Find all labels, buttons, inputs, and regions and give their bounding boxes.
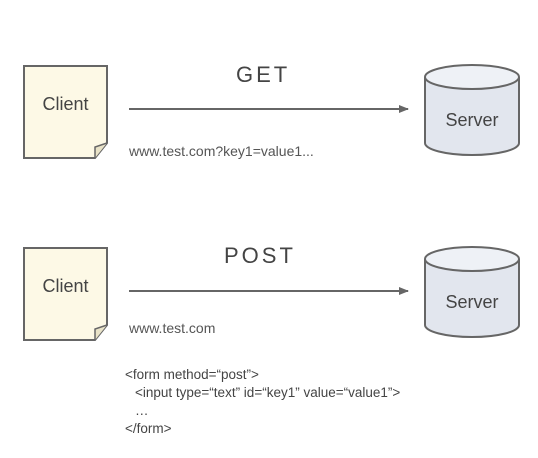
form-code-line: <form method=“post”> <box>125 367 259 382</box>
post-server-label: Server <box>445 292 499 312</box>
post-client-label: Client <box>42 276 89 296</box>
get-url-text: www.test.com?key1=value1... <box>129 143 314 159</box>
post-client-document <box>23 247 108 341</box>
form-code-line: </form> <box>125 421 172 436</box>
post-server-cylinder <box>424 246 520 338</box>
post-url-text: www.test.com <box>129 320 216 336</box>
get-method-label: GET <box>236 62 291 87</box>
form-code-line: <input type=“text” id=“key1” value=“valu… <box>135 385 401 400</box>
get-client-label: Client <box>42 94 89 114</box>
form-code-block: <form method=“post”> <input type=“text” … <box>125 367 400 439</box>
get-server-label: Server <box>445 110 499 130</box>
get-server-cylinder <box>424 64 520 156</box>
post-method-label: POST <box>224 243 296 268</box>
form-code-line: … <box>135 403 149 418</box>
get-client-document <box>23 65 108 159</box>
